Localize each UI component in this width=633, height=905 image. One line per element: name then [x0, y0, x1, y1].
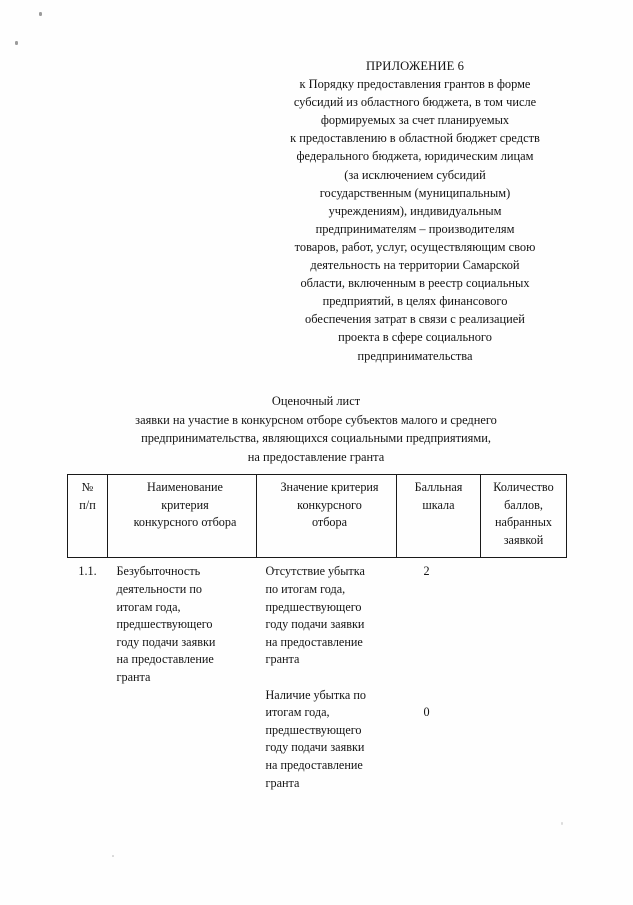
criterion-name-line: итогам года, [116, 599, 181, 614]
appendix-line: обеспечения затрат в связи с реализацией [305, 312, 525, 327]
criterion-name-line: на предоставление [116, 652, 214, 667]
criterion-value-option: Отсутствие убытка по итогам года, предше… [266, 563, 397, 669]
column-header-criterion-value: Значение критерия конкурсного отбора [256, 473, 397, 559]
criterion-value-line: на предоставление [265, 757, 363, 772]
column-header-line: конкурсного отбора [133, 515, 237, 530]
scan-speck-icon [39, 12, 42, 16]
column-header-line: Наименование [147, 480, 223, 494]
cell-criterion-value: Отсутствие убытка по итогам года, предше… [257, 558, 397, 792]
column-header-line: критерия [161, 497, 209, 512]
criterion-value-line: по итогам года, [265, 581, 346, 596]
column-header-line: Количество [493, 480, 554, 494]
appendix-line: предприятий, в целях финансового [322, 294, 508, 309]
criterion-name-line: гранта [116, 669, 151, 684]
criterion-value-line: Наличие убытка по [265, 687, 367, 702]
criterion-value-line: году подачи заявки [265, 617, 365, 632]
criterion-value-line: гранта [265, 775, 300, 790]
cell-points-scored [481, 558, 567, 792]
cell-scale: 2 0 [397, 558, 481, 792]
criterion-value-line: на предоставление [265, 634, 363, 649]
appendix-line: (за исключением субсидий [344, 167, 486, 182]
appendix-line: федерального бюджета, юридическим лицам [296, 149, 534, 164]
column-header-line: Балльная [414, 480, 463, 494]
criterion-name-line: Безубыточность [116, 564, 201, 579]
column-header-line: баллов, [504, 497, 543, 512]
column-header-number: № п/п [67, 473, 108, 559]
criterion-name-line: году подачи заявки [116, 634, 216, 649]
table-header-row: № п/п Наименование критерия конкурсного … [67, 473, 567, 559]
criterion-value-line: итогам года, [265, 705, 330, 720]
appendix-line: субсидий из областного бюджета, в том чи… [293, 95, 537, 110]
page-title-line: заявки на участие в конкурсном отборе су… [135, 412, 497, 427]
column-header-line: заявкой [503, 532, 544, 547]
appendix-header-block: ПРИЛОЖЕНИЕ 6 к Порядку предоставления гр… [255, 57, 575, 365]
column-header-criterion-name: Наименование критерия конкурсного отбора [107, 473, 257, 559]
appendix-line: формируемых за счет планируемых [320, 113, 510, 128]
column-header-line: Значение критерия [280, 480, 379, 494]
appendix-title: ПРИЛОЖЕНИЕ 6 [365, 59, 465, 73]
appendix-line: к предоставлению в областной бюджет сред… [290, 131, 540, 146]
appendix-line: предпринимательства [357, 348, 473, 363]
page-title-line: Оценочный лист [271, 394, 361, 408]
table-row: 1.1. Безубыточность деятельности по итог… [68, 558, 567, 792]
criterion-value-line: предшествующего [265, 599, 362, 614]
scan-speck-icon [15, 41, 18, 45]
page-title-line: предпринимательства, являющихся социальн… [141, 431, 491, 446]
appendix-line: проекта в сфере социального [338, 330, 492, 345]
column-header-line: № [81, 480, 94, 494]
criterion-value-line: году подачи заявки [265, 740, 365, 755]
appendix-line: предпринимателям – производителям [315, 221, 515, 236]
appendix-line: товаров, работ, услуг, осуществляющим св… [294, 239, 536, 254]
page-title-line: на предоставление гранта [247, 449, 385, 464]
appendix-line: деятельность на территории Самарской [310, 258, 520, 273]
column-header-line: п/п [79, 497, 96, 512]
column-header-line: шкала [422, 497, 455, 512]
column-header-scale: Балльная шкала [396, 473, 481, 559]
cell-criterion-name: Безубыточность деятельности по итогам го… [108, 558, 257, 792]
scan-speck-icon [561, 822, 563, 825]
appendix-line: учреждениям), индивидуальным [328, 203, 502, 218]
scan-speck-icon [112, 855, 114, 857]
scale-value: 2 [423, 564, 430, 579]
column-header-line: отбора [311, 515, 348, 530]
column-header-line: конкурсного [297, 497, 362, 512]
cell-row-number: 1.1. [78, 564, 97, 579]
criterion-value-option: Наличие убытка по итогам года, предшеств… [266, 687, 397, 793]
appendix-line: к Порядку предоставления грантов в форме [299, 77, 531, 92]
appendix-line: области, включенным в реестр социальных [300, 276, 530, 291]
criterion-value-line: предшествующего [265, 722, 362, 737]
appendix-line: государственным (муниципальным) [319, 185, 511, 200]
criterion-value-line: гранта [265, 652, 300, 667]
criterion-value-line: Отсутствие убытка [265, 564, 365, 579]
column-header-points: Количество баллов, набранных заявкой [480, 473, 567, 559]
evaluation-table: № п/п Наименование критерия конкурсного … [67, 473, 567, 792]
criterion-name-line: деятельности по [116, 581, 202, 596]
criterion-name-line: предшествующего [116, 617, 213, 632]
scale-value: 0 [423, 704, 430, 719]
page-title: Оценочный лист заявки на участие в конку… [56, 392, 576, 466]
column-header-line: набранных [495, 515, 552, 530]
